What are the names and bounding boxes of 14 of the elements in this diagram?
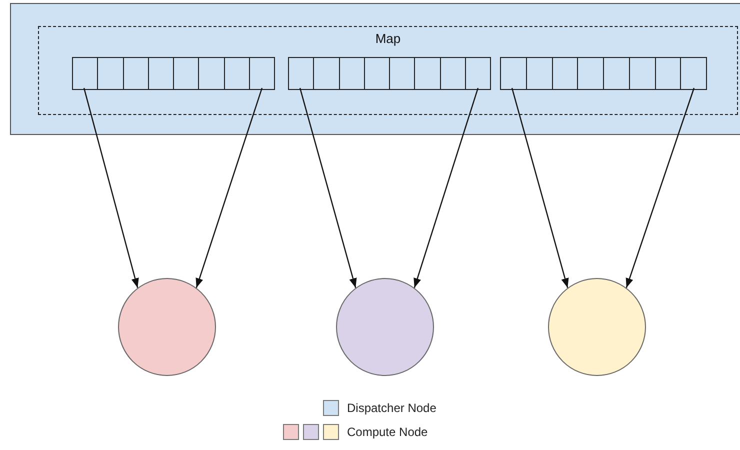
arrow [83,88,139,288]
cell-array [288,57,491,90]
dispatcher-node-box [10,3,740,135]
arrow [626,88,695,288]
legend-label: Compute Node [347,425,428,439]
arrow [299,88,357,288]
cell-array [500,57,707,90]
arrow [511,88,569,288]
arrow [414,88,479,288]
map-region [38,26,738,115]
cell-array [72,57,275,90]
arrow [196,88,263,288]
legend-label: Dispatcher Node [347,401,436,415]
map-label: Map [375,31,401,46]
